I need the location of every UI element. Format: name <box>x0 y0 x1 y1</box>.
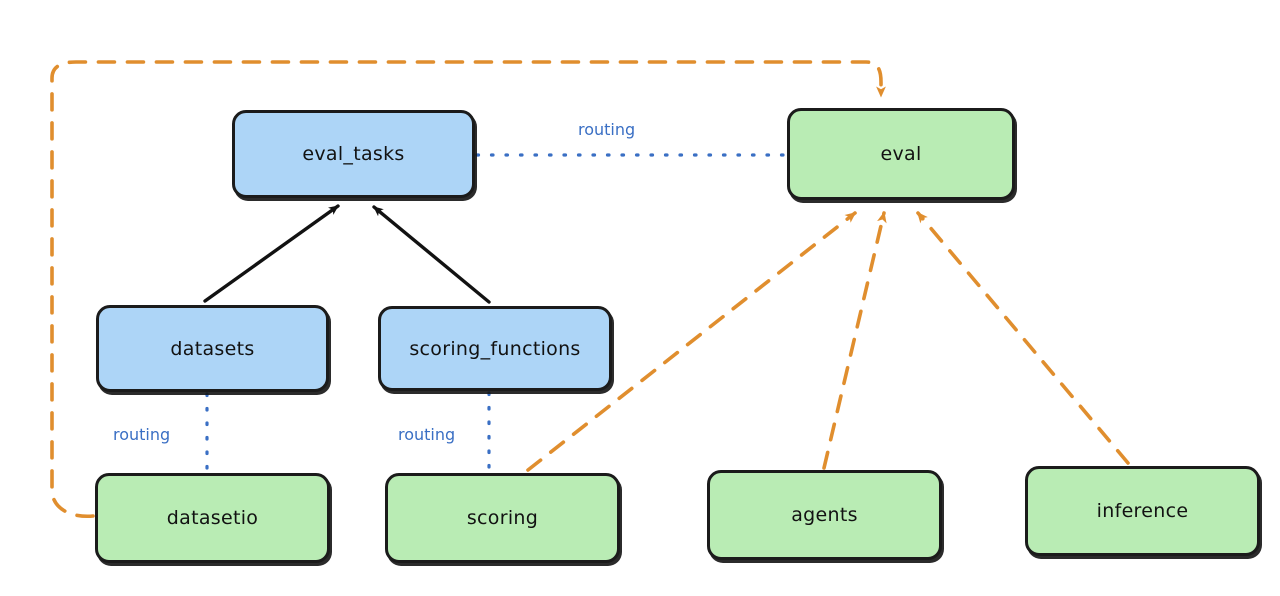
node-eval-tasks[interactable]: eval_tasks <box>232 110 475 198</box>
node-inference[interactable]: inference <box>1025 466 1260 556</box>
node-datasetio[interactable]: datasetio <box>95 473 330 563</box>
edge-datasetio-to-eval <box>50 60 886 518</box>
edge-agents-to-eval <box>822 211 887 470</box>
edge-label-routing-scoring-functions-scoring: routing <box>398 425 456 444</box>
node-eval-tasks-label: eval_tasks <box>302 143 405 165</box>
node-scoring-label: scoring <box>466 507 539 529</box>
edge-scoring-functions-to-eval-tasks <box>372 205 491 304</box>
edge-datasets-to-eval-tasks <box>203 204 340 303</box>
node-scoring-functions[interactable]: scoring_functions <box>378 306 612 391</box>
node-inference-label: inference <box>1096 500 1189 522</box>
node-agents-label: agents <box>791 504 858 526</box>
node-eval-label: eval <box>880 143 922 165</box>
node-agents[interactable]: agents <box>707 470 942 560</box>
node-scoring-functions-label: scoring_functions <box>409 337 581 360</box>
node-datasets[interactable]: datasets <box>96 305 329 392</box>
edge-inference-to-eval <box>916 211 1130 465</box>
node-datasetio-label: datasetio <box>166 507 259 529</box>
edge-scoring-to-eval <box>526 211 857 472</box>
edge-label-routing-datasets-datasetio: routing <box>113 425 171 444</box>
node-scoring[interactable]: scoring <box>385 473 620 563</box>
node-datasets-label: datasets <box>170 337 255 360</box>
node-eval[interactable]: eval <box>787 108 1015 200</box>
edge-label-routing-eval-tasks-eval: routing <box>578 120 636 139</box>
